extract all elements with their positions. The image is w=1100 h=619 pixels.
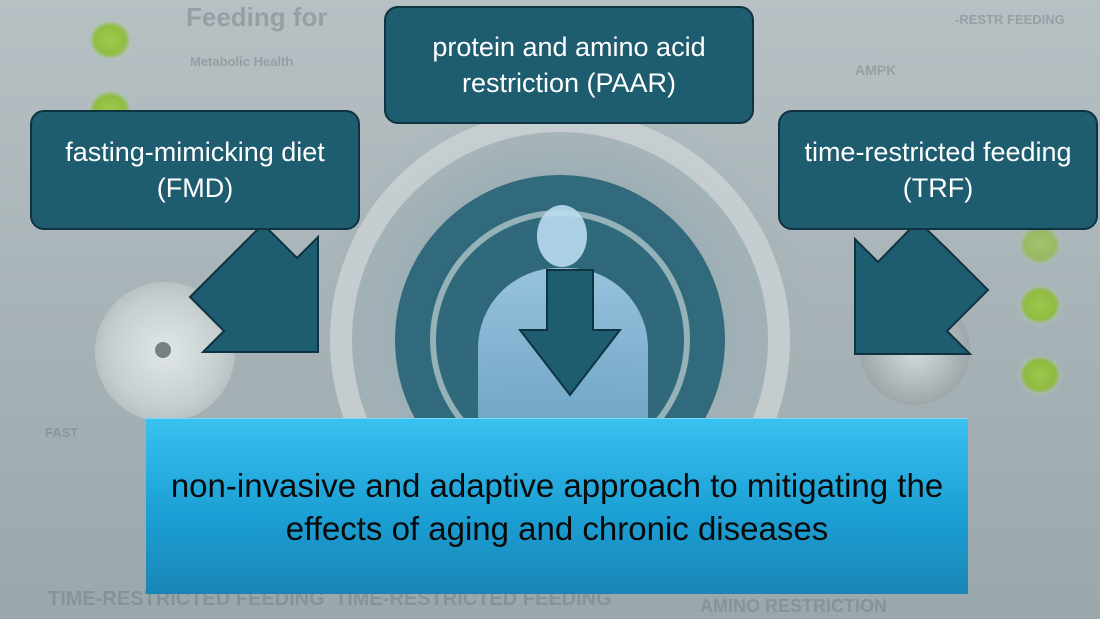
hourglass-icon <box>1005 270 1075 410</box>
down-arrow-icon <box>517 269 623 397</box>
diagonal-arrow-icon <box>854 219 990 355</box>
outcome-box: non-invasive and adaptive approach to mi… <box>146 418 968 594</box>
human-figure-head-icon <box>537 205 587 267</box>
diagonal-arrow-icon <box>188 222 319 353</box>
fmd-box: fasting-mimicking diet (FMD) <box>30 110 360 230</box>
background-fast-text: FAST <box>45 425 79 440</box>
background-title: Feeding for <box>186 2 328 32</box>
background-top-right-text: -RESTR FEEDING <box>955 12 1065 27</box>
background-ampk-text: AMPK <box>855 62 897 78</box>
background-subtitle: Metabolic Health <box>190 54 294 69</box>
background-bottom-right-text: AMINO RESTRICTION <box>700 596 887 616</box>
background-knob-center <box>155 342 171 358</box>
trf-box: time-restricted feeding (TRF) <box>778 110 1098 230</box>
paar-box: protein and amino acid restriction (PAAR… <box>384 6 754 124</box>
